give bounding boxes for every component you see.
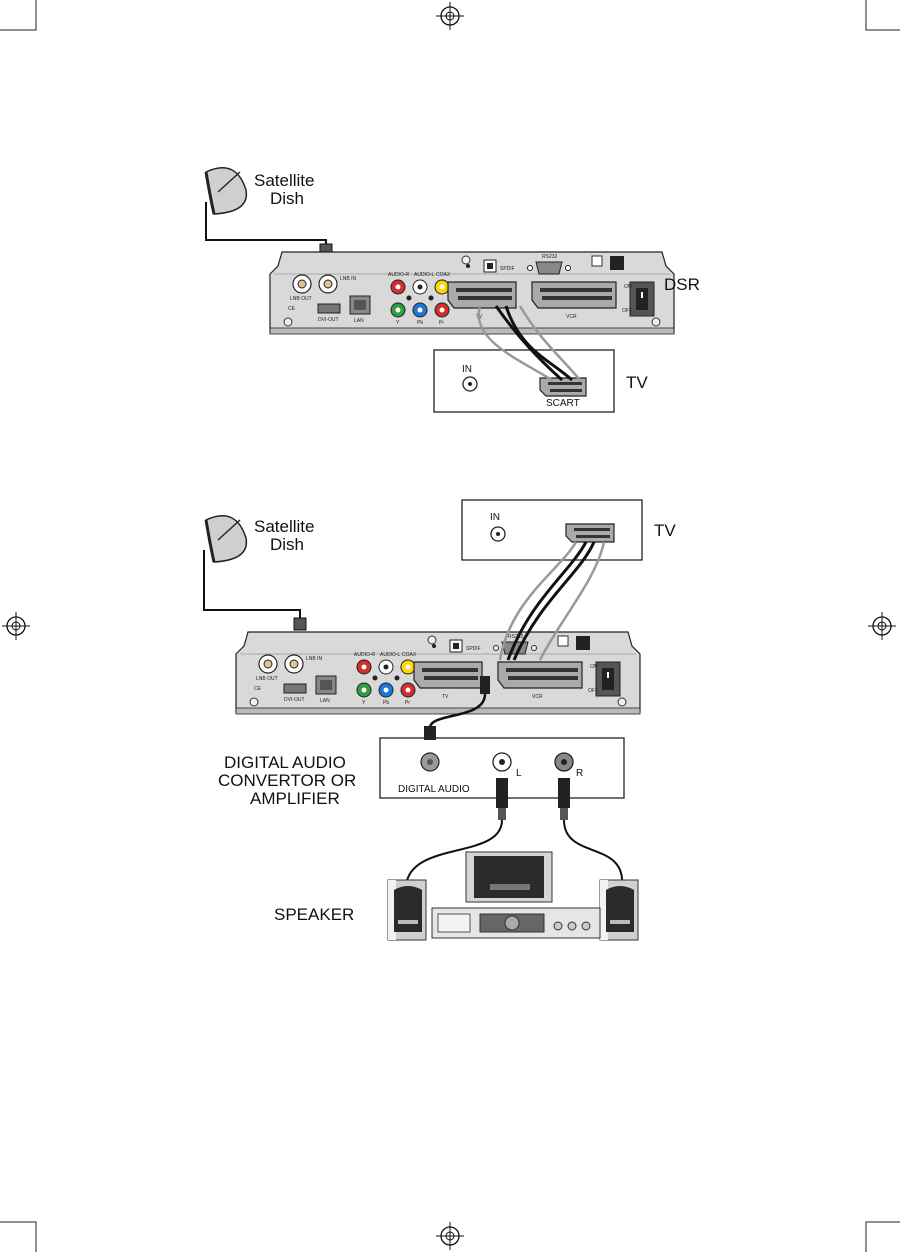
svg-text:Pr: Pr: [405, 700, 410, 706]
left-rca-plug: [496, 778, 508, 808]
tv-in-label: IN: [490, 512, 500, 523]
satellite-dish-icon: [206, 168, 246, 214]
registration-mark-top: [436, 2, 464, 30]
svg-text:LNB IN: LNB IN: [340, 276, 357, 282]
registration-mark-left: [2, 612, 30, 640]
svg-text:CE: CE: [288, 306, 296, 312]
tv-box: [434, 350, 614, 412]
svg-text:TV: TV: [442, 694, 449, 700]
svg-text:LAN: LAN: [320, 698, 330, 704]
right-speaker-cable: [564, 820, 622, 886]
svg-text:OFF: OFF: [622, 308, 632, 314]
svg-text:AUDIO-R: AUDIO-R: [388, 272, 410, 278]
tv-in-label: IN: [462, 364, 472, 375]
amplifier-label-line1: DIGITAL AUDIO: [224, 753, 346, 772]
svg-text:DVI-OUT: DVI-OUT: [284, 697, 305, 703]
tv-label: TV: [654, 521, 676, 540]
svg-text:LNB OUT: LNB OUT: [290, 296, 312, 302]
svg-text:LAN: LAN: [354, 318, 364, 324]
tv-scart-socket-icon: [566, 524, 614, 542]
left-speaker-icon: [388, 880, 426, 940]
svg-text:OFF: OFF: [588, 688, 598, 694]
coax-plug: [480, 676, 490, 694]
svg-text:AUDIO-R: AUDIO-R: [354, 652, 376, 658]
svg-text:VCR: VCR: [532, 694, 543, 700]
svg-text:CE: CE: [254, 686, 262, 692]
receiver-back-panel: LNB OUT LNB IN AUDIO-R AUDIO-L COAX CE D…: [270, 252, 674, 334]
amp-left-label: L: [516, 768, 522, 779]
amplifier-label-line2: CONVERTOR OR: [218, 771, 356, 790]
svg-text:AUDIO-L: AUDIO-L: [414, 272, 435, 278]
svg-text:RS232: RS232: [542, 254, 558, 260]
amp-right-label: R: [576, 768, 583, 779]
registration-mark-right: [868, 612, 896, 640]
tv-label: TV: [626, 373, 648, 392]
registration-mark-bottom: [436, 1222, 464, 1250]
svg-text:COAX: COAX: [436, 272, 451, 278]
svg-text:DVI-OUT: DVI-OUT: [318, 317, 339, 323]
svg-text:LNB OUT: LNB OUT: [256, 676, 278, 682]
svg-text:AUDIO-L: AUDIO-L: [380, 652, 401, 658]
svg-text:LNB IN: LNB IN: [306, 656, 323, 662]
svg-text:Pr: Pr: [439, 320, 444, 326]
receiver-back-panel: LNB OUT LNB IN AUDIO-R AUDIO-L COAX CE D…: [236, 632, 640, 714]
svg-text:SPDIF: SPDIF: [500, 266, 515, 272]
figure-2-digital-audio-connection: Satellite Dish IN TV LNB OUT LNB IN AUDI…: [204, 500, 676, 940]
svg-text:COAX: COAX: [402, 652, 417, 658]
svg-text:Pb: Pb: [417, 320, 423, 326]
tv-scart-label: SCART: [546, 398, 580, 409]
dish-label-line2: Dish: [270, 535, 304, 554]
right-rca-plug: [558, 778, 570, 808]
figure-1-scart-connection: Satellite Dish LNB OUT LNB IN AUDIO-R AU…: [206, 168, 700, 412]
hifi-system-icon: [432, 852, 600, 938]
satellite-dish-icon: [206, 516, 246, 562]
receiver-label: DSR: [664, 275, 700, 294]
svg-text:ON: ON: [624, 284, 632, 290]
svg-text:ON: ON: [590, 664, 598, 670]
dish-label-line2: Dish: [270, 189, 304, 208]
dish-cable-connector: [294, 618, 306, 630]
dish-label-line1: Satellite: [254, 171, 314, 190]
svg-text:VCR: VCR: [566, 314, 577, 320]
svg-text:Pb: Pb: [383, 700, 389, 706]
amplifier-label-line3: AMPLIFIER: [250, 789, 340, 808]
right-speaker-icon: [600, 880, 638, 940]
svg-text:SPDIF: SPDIF: [466, 646, 481, 652]
dish-label-line1: Satellite: [254, 517, 314, 536]
speaker-label: SPEAKER: [274, 905, 354, 924]
amp-digital-audio-label: DIGITAL AUDIO: [398, 784, 470, 795]
tv-box: [462, 500, 642, 560]
